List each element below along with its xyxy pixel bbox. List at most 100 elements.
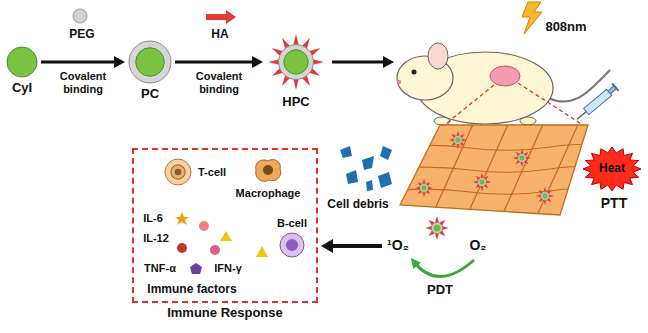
debris (366, 180, 373, 191)
ha-icon (206, 10, 236, 24)
response-arrow (331, 244, 382, 248)
node-label: Macrophage (236, 187, 301, 200)
cell-border (465, 120, 510, 220)
t-cell-icon: T-cell (164, 158, 192, 186)
particle-core (136, 48, 165, 77)
syringe (574, 83, 619, 123)
peg-shell (129, 41, 171, 83)
debris (380, 146, 392, 160)
cell-border (390, 144, 620, 150)
debris-label: Cell debris (327, 198, 388, 212)
macrophage-icon: Macrophage (252, 156, 284, 184)
flow-arrow (41, 56, 125, 68)
zoom-line (518, 83, 586, 127)
injection-arrow (332, 61, 385, 64)
peg-shell (279, 45, 314, 80)
nanoparticle (513, 149, 531, 167)
heat-burst: Heat (582, 146, 642, 192)
species-label: O₂ (469, 237, 486, 253)
b-cell-icon: B-cell (279, 232, 305, 258)
cyi-particle-shape (6, 46, 38, 78)
nanoparticle (449, 131, 467, 149)
factor-star (175, 212, 189, 225)
debris (340, 146, 352, 158)
arrow-head (114, 56, 125, 68)
factor-triangle (256, 246, 268, 257)
plunger-end (612, 83, 618, 91)
mouse-ear (428, 43, 448, 69)
hpc-particle: HPC (266, 32, 326, 92)
cell-border (500, 120, 545, 220)
cell-nucleus (263, 165, 273, 175)
barrel (584, 89, 612, 114)
nanoparticle (415, 179, 433, 197)
cell-inner (171, 165, 185, 179)
cyi-particle: CyI (6, 46, 38, 78)
factor-dot (199, 221, 209, 231)
arrow-head (411, 258, 421, 269)
arrow-shaft (175, 61, 254, 64)
arrow-head (321, 239, 333, 253)
macrophage-icon-shape (252, 156, 284, 184)
pc-particle: PC (128, 40, 172, 84)
species-label: ¹O₂ (387, 237, 409, 253)
b-cell-icon-shape (279, 232, 305, 258)
ha-spike (268, 59, 279, 65)
tumor (490, 66, 520, 86)
arrow-head (252, 56, 263, 68)
cell-border (535, 120, 580, 220)
group-label: Immune factors (147, 283, 236, 297)
debris (362, 156, 374, 170)
burst-shape (583, 147, 641, 191)
component-label: HA (211, 28, 228, 42)
nanoparticle (425, 216, 448, 239)
mouse-nose (397, 80, 401, 84)
factor-dot (210, 245, 220, 255)
immune-box: Immune ResponseT-cellMacrophageB-cell (132, 148, 318, 303)
node-label: PC (141, 87, 159, 102)
laser-label: 808nm (545, 20, 586, 35)
therapy-label: PTT (601, 195, 627, 211)
nanoparticle (473, 173, 491, 191)
cell-body (256, 160, 281, 182)
nanoparticle (536, 187, 554, 205)
pdt-arrow (414, 260, 474, 277)
arrow-shaft (41, 61, 116, 64)
edge-label: Covalent binding (179, 70, 259, 95)
factor-pentagon (190, 263, 202, 274)
factor-triangle (220, 231, 232, 241)
component-label: PEG (69, 28, 94, 42)
arrow-head (383, 56, 394, 68)
node-label: B-cell (277, 217, 307, 230)
cell-nucleus (175, 169, 182, 176)
cell-debris (340, 146, 392, 191)
hpc-particle-shape (266, 32, 326, 92)
factor-label: TNF-α (144, 262, 176, 275)
debris (346, 170, 358, 184)
particle-core (284, 50, 308, 74)
laser-bolt (522, 2, 542, 34)
zoom-line (442, 85, 494, 127)
edge-label: Covalent binding (43, 70, 123, 95)
factor-label: IL-6 (143, 212, 163, 225)
node-label: T-cell (198, 166, 226, 179)
peg-icon (73, 9, 87, 23)
ha-spike (293, 79, 299, 90)
cell-body (165, 159, 191, 185)
pc-particle-shape (128, 40, 172, 84)
factor-label: IL-12 (143, 232, 169, 245)
cell-nucleus (286, 239, 298, 251)
flow-arrow (175, 56, 263, 68)
ha-spike (313, 59, 324, 65)
needle (577, 112, 586, 120)
factor-label: IFN-γ (214, 262, 242, 275)
t-cell-icon-shape (164, 158, 192, 186)
node-label: CyI (12, 81, 32, 96)
cell-body (280, 233, 304, 257)
node-label: HPC (282, 95, 309, 110)
node-label: Immune Response (167, 306, 283, 321)
